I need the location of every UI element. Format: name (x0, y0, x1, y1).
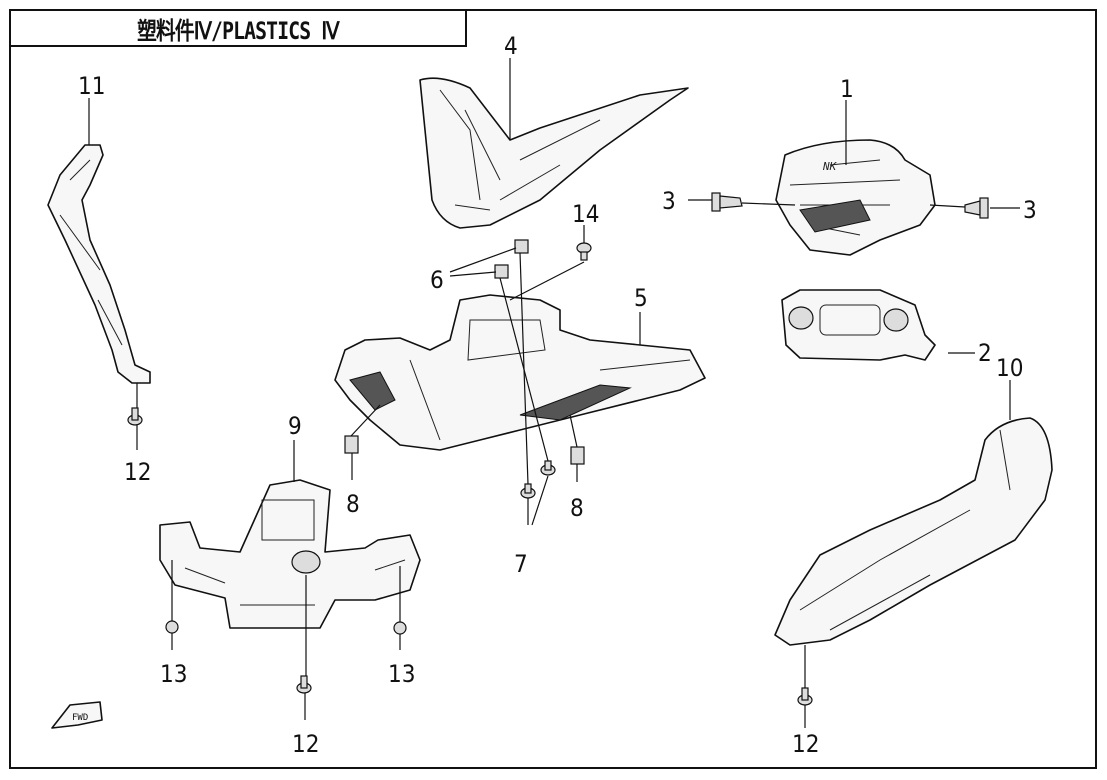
callout-10: 10 (996, 354, 1023, 382)
part-2-headlight-bracket (781, 289, 936, 361)
part-7-screw-right (540, 460, 556, 476)
part-3-push-rivet-left (711, 192, 743, 212)
callout-9: 9 (288, 412, 302, 440)
callout-6: 6 (430, 266, 444, 294)
drawing-frame (9, 9, 1097, 769)
page-title: 塑料件Ⅳ/PLASTICS Ⅳ (137, 16, 339, 45)
part-9-lower-cover (159, 479, 421, 629)
callout-8-left: 8 (346, 490, 360, 518)
callout-12-center: 12 (292, 730, 319, 758)
part-14-screw (576, 242, 592, 261)
callout-14: 14 (572, 200, 599, 228)
forward-direction-icon: FWD (51, 701, 103, 729)
part-13-nut-left (165, 620, 179, 634)
part-6-clip-nut-lower (494, 264, 509, 279)
svg-text:FWD: FWD (72, 713, 88, 723)
callout-7: 7 (514, 550, 528, 578)
leader-lines (88, 58, 1020, 728)
part-8-clip-nut-right (570, 446, 585, 465)
part-8-clip-nut-left (344, 435, 359, 454)
title-box: 塑料件Ⅳ/PLASTICS Ⅳ (9, 9, 467, 47)
callout-13-left: 13 (160, 660, 187, 688)
part-13-nut-right (393, 621, 407, 635)
callout-13-right: 13 (388, 660, 415, 688)
callout-3-right: 3 (1023, 196, 1037, 224)
part-10-right-side-panel (774, 417, 1053, 646)
part-11-left-side-panel (47, 144, 151, 384)
callout-1: 1 (840, 75, 854, 103)
part-12-screw-left (127, 407, 143, 426)
part-6-clip-nut-upper (514, 239, 529, 254)
callout-5: 5 (634, 284, 648, 312)
part-1-headlight-cover: NK (775, 139, 936, 256)
callout-12-left: 12 (124, 458, 151, 486)
callout-12-right: 12 (792, 730, 819, 758)
callout-4: 4 (504, 32, 518, 60)
part-4-front-cowl (419, 77, 689, 229)
callout-11: 11 (78, 72, 105, 100)
part-12-screw-right (797, 687, 813, 706)
part-12-screw-center (296, 675, 312, 694)
part-7-screw-left (520, 483, 536, 499)
callout-2: 2 (978, 339, 992, 367)
svg-text:NK: NK (822, 160, 838, 173)
callout-labels: 1 2 3 3 4 5 6 7 8 8 9 10 11 12 12 12 13 … (78, 32, 1037, 758)
part-5-handlebar-cover (334, 294, 706, 451)
callout-8-right: 8 (570, 494, 584, 522)
callout-3-left: 3 (662, 187, 676, 215)
part-3-push-rivet-right (964, 197, 989, 219)
